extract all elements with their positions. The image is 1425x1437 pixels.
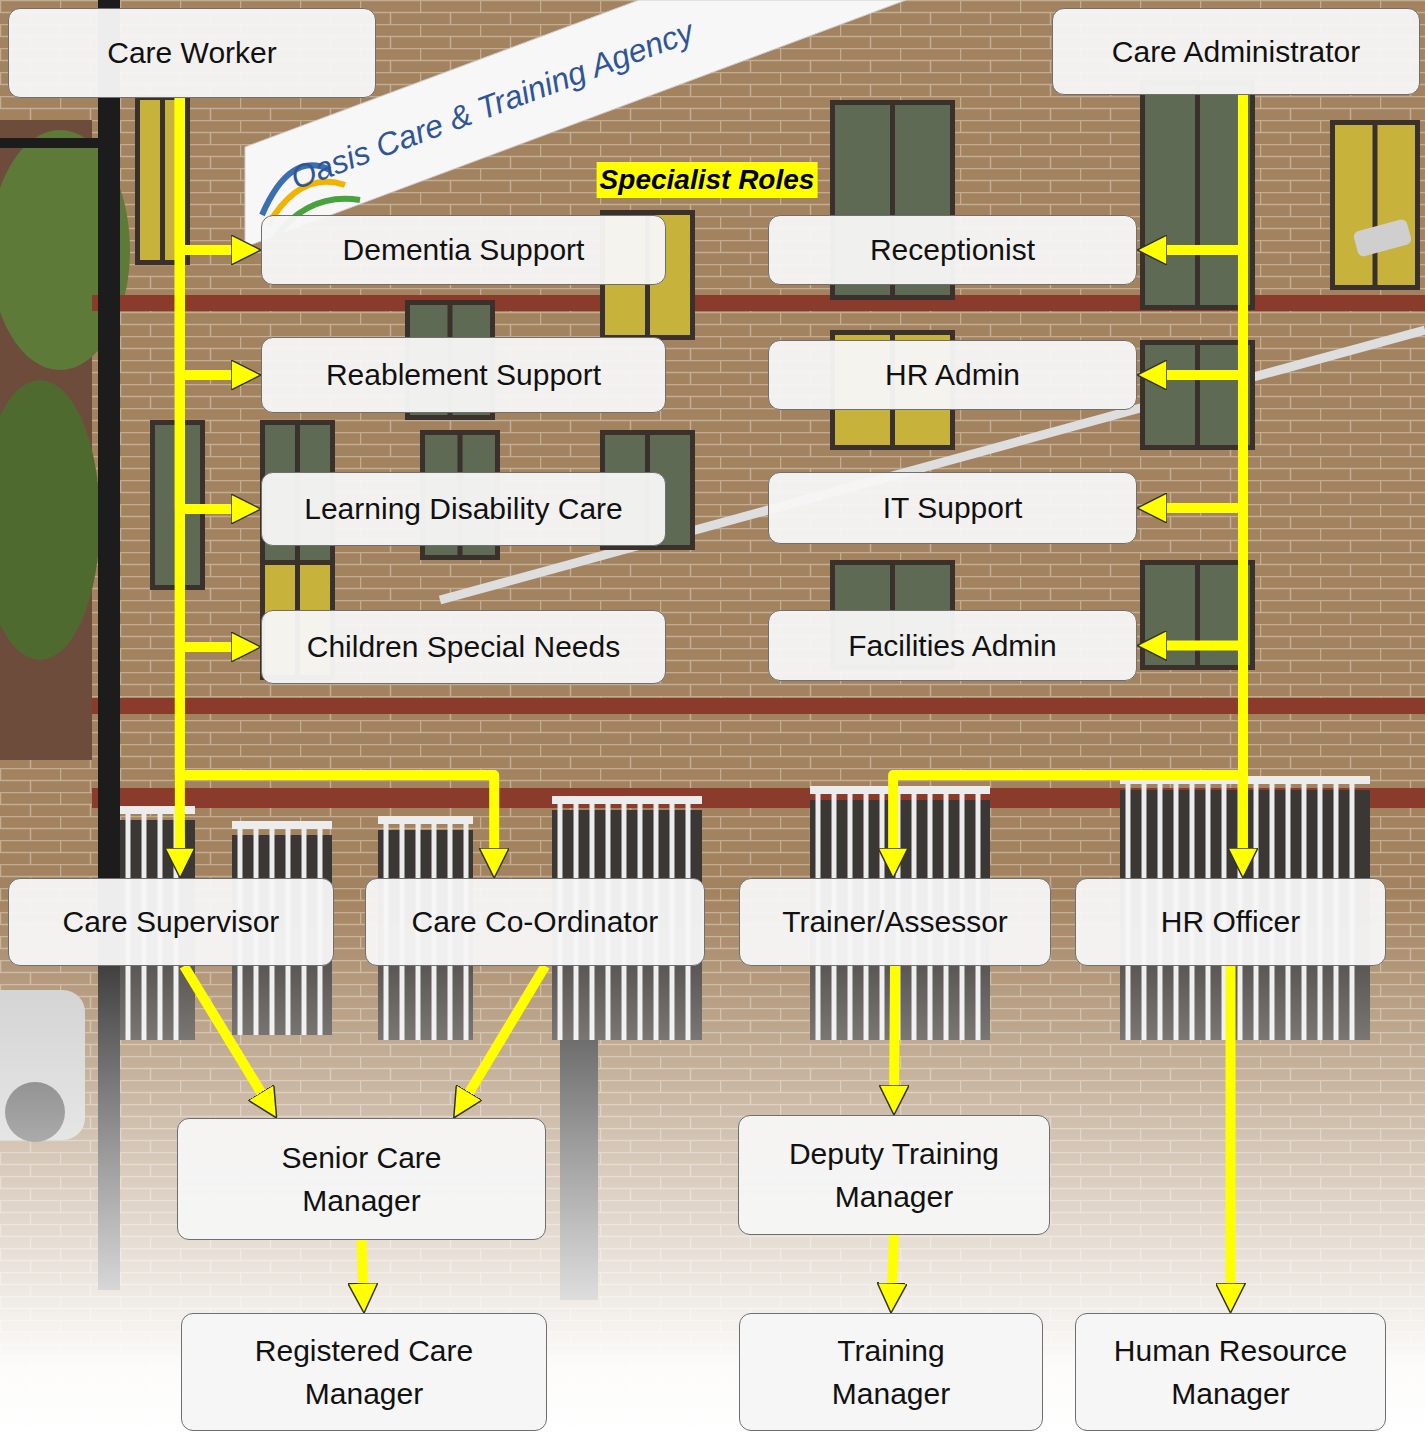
career-arrow	[1157, 95, 1243, 646]
role-box: Care Supervisor	[8, 878, 334, 966]
career-arrow	[180, 98, 241, 250]
role-title: Receptionist	[870, 228, 1035, 272]
role-box: Dementia Support	[261, 215, 666, 285]
role-box: Senior Care Manager	[177, 1118, 546, 1240]
role-title: Registered Care Manager	[234, 1329, 494, 1416]
career-arrow	[1226, 966, 1236, 1293]
role-title: Trainer/Assessor	[782, 900, 1008, 944]
career-arrow	[180, 98, 241, 647]
role-title: IT Support	[883, 486, 1023, 530]
role-box: HR Officer	[1075, 878, 1386, 966]
role-title: Deputy Training Manager	[764, 1132, 1024, 1219]
role-title: HR Admin	[885, 353, 1020, 397]
role-title: Reablement Support	[326, 353, 601, 397]
career-arrow	[1157, 95, 1243, 375]
role-box: IT Support	[768, 472, 1137, 544]
role-box: Deputy Training Manager	[738, 1115, 1050, 1235]
career-arrow	[184, 966, 266, 1101]
role-box: Children Special Needs	[261, 610, 666, 684]
career-arrow	[180, 98, 241, 375]
role-box: Care Co-Ordinator	[365, 878, 705, 966]
career-arrow	[1157, 95, 1243, 508]
role-box: Registered Care Manager	[181, 1313, 547, 1431]
role-title: HR Officer	[1161, 900, 1300, 944]
role-box: Care Worker	[8, 8, 376, 98]
role-box: Training Manager	[739, 1313, 1043, 1431]
role-title: Dementia Support	[343, 228, 585, 272]
role-title: Learning Disability Care	[304, 487, 623, 531]
role-title: Training Manager	[791, 1329, 991, 1416]
role-box: Facilities Admin	[768, 610, 1137, 681]
role-title: Care Worker	[107, 31, 276, 75]
role-box: HR Admin	[768, 340, 1137, 410]
role-title: Senior Care Manager	[242, 1136, 482, 1223]
role-box: Care Administrator	[1052, 8, 1420, 95]
career-arrow	[889, 966, 900, 1095]
role-box: Receptionist	[768, 215, 1137, 285]
role-title: Children Special Needs	[307, 625, 621, 669]
career-arrow	[1157, 95, 1243, 250]
role-title: Care Co-Ordinator	[412, 900, 659, 944]
section-heading: Specialist Roles	[597, 162, 818, 198]
career-arrow	[180, 98, 241, 509]
career-arrow	[1238, 95, 1248, 858]
career-arrow	[464, 966, 545, 1101]
career-arrow	[892, 1235, 894, 1293]
role-title: Human Resource Manager	[1096, 1329, 1366, 1416]
role-box: Reablement Support	[261, 337, 666, 413]
role-title: Care Administrator	[1112, 30, 1360, 74]
role-box: Trainer/Assessor	[739, 878, 1051, 966]
career-arrow	[362, 1240, 364, 1293]
role-box: Learning Disability Care	[261, 472, 666, 546]
role-box: Human Resource Manager	[1075, 1313, 1386, 1431]
role-title: Facilities Admin	[848, 624, 1056, 668]
role-title: Care Supervisor	[63, 900, 280, 944]
